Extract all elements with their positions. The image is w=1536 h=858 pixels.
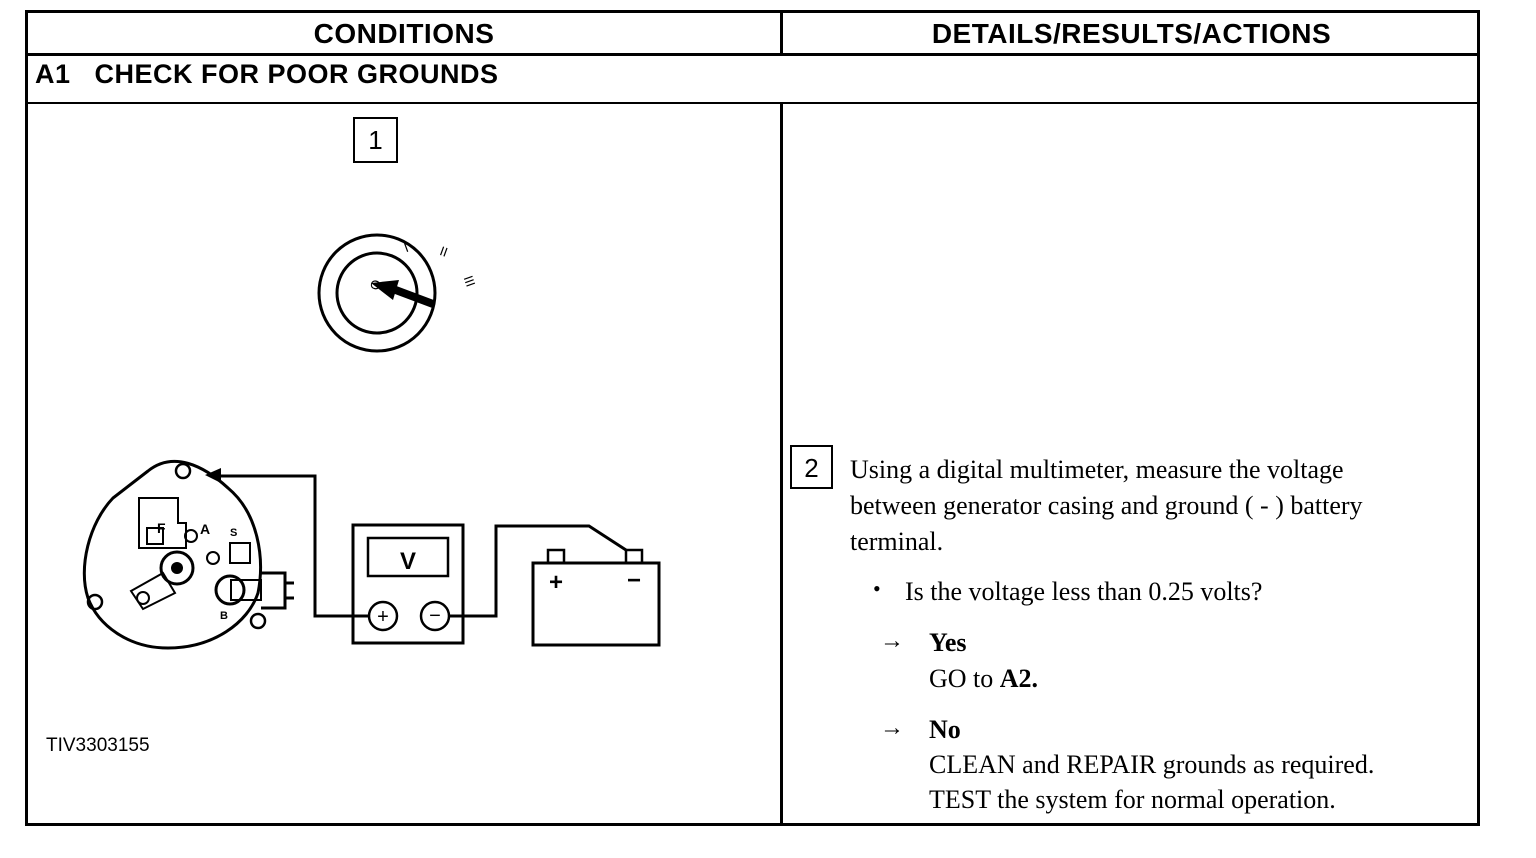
generator-icon: F A S B bbox=[82, 460, 294, 650]
terminal-f-label: F bbox=[157, 520, 166, 536]
instruction-line-2: between generator casing and ground ( - … bbox=[850, 491, 1363, 520]
section-row: A1 CHECK FOR POOR GROUNDS bbox=[28, 56, 1477, 104]
meter-minus: − bbox=[429, 605, 441, 627]
procedure-table: CONDITIONS DETAILS/RESULTS/ACTIONS A1 CH… bbox=[25, 10, 1480, 826]
battery-plus: + bbox=[549, 569, 563, 596]
instruction-line-1: Using a digital multimeter, measure the … bbox=[850, 455, 1344, 484]
wire-generator-to-meter bbox=[218, 474, 368, 618]
yes-action-prefix: GO to bbox=[929, 664, 1000, 693]
no-label: No bbox=[929, 715, 961, 744]
table-header-row: CONDITIONS DETAILS/RESULTS/ACTIONS bbox=[28, 13, 1477, 56]
yes-arrow-icon: → bbox=[880, 628, 904, 654]
ignition-pos-2: II bbox=[438, 243, 450, 260]
step-2-box: 2 bbox=[790, 445, 833, 489]
no-action-line-1: CLEAN and REPAIR grounds as required. bbox=[929, 750, 1375, 779]
instruction-line-3: terminal. bbox=[850, 527, 944, 556]
question-text: Is the voltage less than 0.25 volts? bbox=[905, 577, 1263, 606]
wire-meter-to-battery bbox=[448, 524, 627, 618]
ignition-switch-icon: O I II III bbox=[317, 233, 479, 353]
yes-label: Yes bbox=[929, 628, 967, 657]
step-1-box: 1 bbox=[353, 117, 398, 163]
figure-code: TIV3303155 bbox=[46, 735, 150, 756]
ignition-pos-1: I bbox=[402, 240, 411, 255]
meter-plus: + bbox=[377, 606, 389, 628]
test-setup-diagram: O I II III F A S B bbox=[82, 233, 661, 650]
terminal-a-label: A bbox=[200, 521, 210, 537]
no-arrow-icon: → bbox=[880, 715, 904, 741]
section-title: A1 CHECK FOR POOR GROUNDS bbox=[35, 59, 499, 89]
battery-minus: − bbox=[627, 567, 641, 594]
details-header: DETAILS/RESULTS/ACTIONS bbox=[931, 18, 1332, 49]
terminal-s-label: S bbox=[230, 527, 237, 539]
voltmeter-icon: V + − bbox=[351, 523, 465, 645]
no-action-line-2: TEST the system for normal operation. bbox=[929, 785, 1336, 814]
ignition-pos-3: III bbox=[461, 274, 479, 289]
header-divider bbox=[780, 13, 783, 56]
yes-action: GO to A2. bbox=[929, 660, 1038, 697]
column-divider bbox=[780, 104, 783, 826]
bullet-icon: • bbox=[873, 576, 881, 601]
battery-icon: + − bbox=[531, 548, 661, 647]
terminal-b-label: B bbox=[220, 610, 228, 622]
conditions-header: CONDITIONS bbox=[313, 18, 495, 49]
ignition-pos-0: O bbox=[367, 279, 384, 292]
yes-action-target: A2. bbox=[999, 664, 1039, 693]
meter-label: V bbox=[400, 548, 416, 575]
